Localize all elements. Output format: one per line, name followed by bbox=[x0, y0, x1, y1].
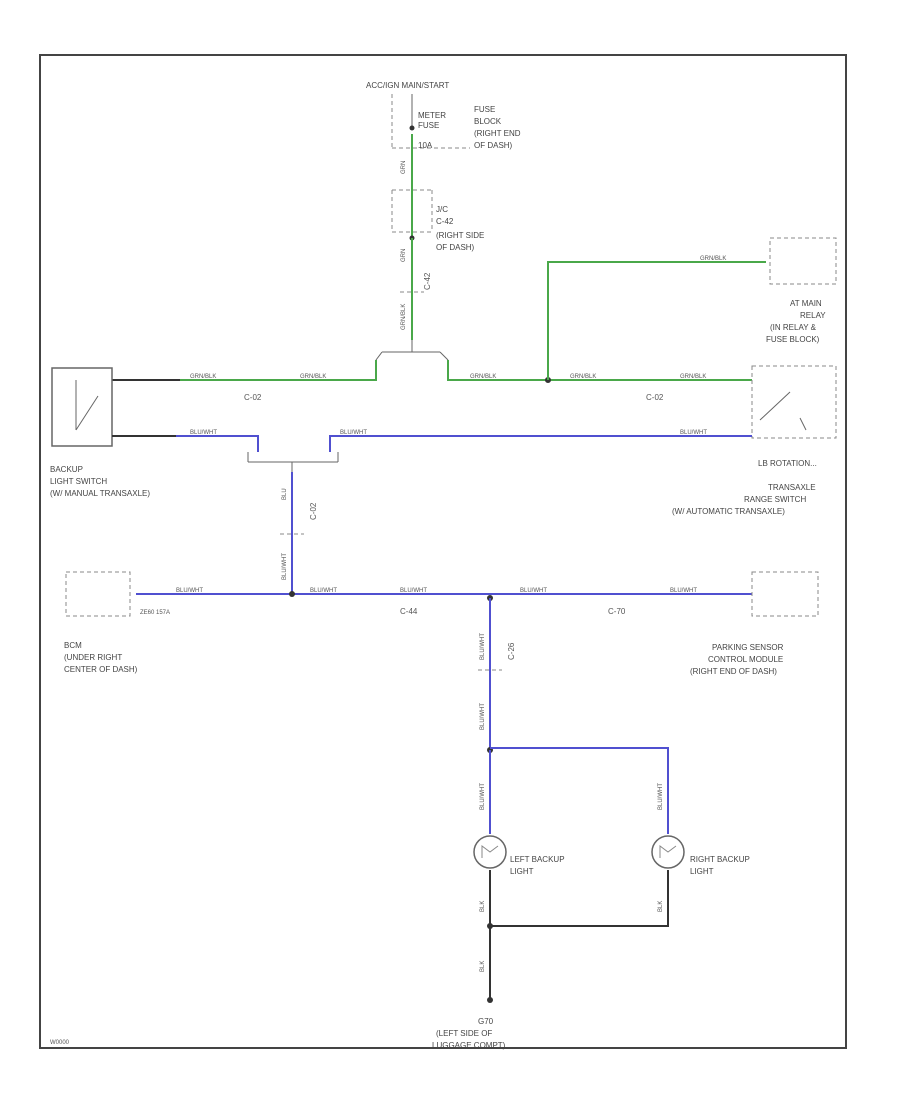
ground-point bbox=[487, 997, 493, 1003]
svg-text:10A: 10A bbox=[418, 141, 433, 150]
wire-label-blu-bus-2: BLU/WHT bbox=[400, 588, 427, 594]
svg-text:OF DASH): OF DASH) bbox=[436, 243, 475, 252]
left-backup-light-bulb bbox=[473, 835, 507, 869]
bcm-label: BCM (UNDER RIGHT CENTER OF DASH) bbox=[64, 641, 138, 674]
wire-label-blu-right-2: BLU/WHT bbox=[680, 430, 707, 436]
svg-text:CENTER OF DASH): CENTER OF DASH) bbox=[64, 665, 138, 674]
svg-text:(UNDER RIGHT: (UNDER RIGHT bbox=[64, 653, 122, 662]
wire-label-blu-v2: BLU/WHT bbox=[282, 553, 288, 580]
svg-text:J/C: J/C bbox=[436, 205, 448, 214]
wire-label-blk-ground: BLK bbox=[480, 961, 486, 972]
left-backup-label: LEFT BACKUP LIGHT bbox=[510, 855, 565, 876]
connector-c70: C-70 bbox=[608, 607, 626, 616]
svg-text:OF DASH): OF DASH) bbox=[474, 141, 513, 150]
footer-code: W0000 bbox=[50, 1040, 70, 1046]
wire-label-blu-right-1: BLU/WHT bbox=[340, 430, 367, 436]
svg-text:METER: METER bbox=[418, 111, 446, 120]
svg-text:G70: G70 bbox=[478, 1017, 494, 1026]
svg-text:FUSE: FUSE bbox=[418, 121, 439, 130]
wire-label-grn-right-2: GRN/BLK bbox=[570, 374, 596, 380]
svg-text:FUSE: FUSE bbox=[474, 105, 495, 114]
connector-c02-right: C-02 bbox=[646, 393, 664, 402]
svg-text:(RIGHT END OF DASH): (RIGHT END OF DASH) bbox=[690, 667, 777, 676]
wire-label-blk-right: BLK bbox=[658, 901, 664, 912]
svg-text:C-42: C-42 bbox=[436, 217, 454, 226]
meter-fuse-label: METER FUSE 10A bbox=[418, 111, 446, 150]
connector-c44: C-44 bbox=[400, 607, 418, 616]
connector-c26: C-26 bbox=[507, 642, 516, 660]
svg-text:RIGHT BACKUP: RIGHT BACKUP bbox=[690, 855, 750, 864]
svg-text:(IN RELAY &: (IN RELAY & bbox=[770, 323, 817, 332]
splice-bcm bbox=[289, 591, 295, 597]
wire-label-blu-bus-4: BLU/WHT bbox=[670, 588, 697, 594]
at-relay-box bbox=[769, 237, 837, 285]
wire-label-grn-1: GRN bbox=[401, 161, 407, 174]
right-backup-label: RIGHT BACKUP LIGHT bbox=[690, 855, 750, 876]
wire-label-blu-left-light: BLU/WHT bbox=[480, 783, 486, 810]
svg-text:BACKUP: BACKUP bbox=[50, 465, 83, 474]
wire-label-blu-right-light: BLU/WHT bbox=[658, 783, 664, 810]
svg-text:TRANSAXLE: TRANSAXLE bbox=[768, 483, 816, 492]
wire-label-blu-bcm: BLU/WHT bbox=[176, 588, 203, 594]
ground-label: G70 (LEFT SIDE OF LUGGAGE COMPT) bbox=[432, 1017, 506, 1050]
backup-light-switch-box bbox=[51, 367, 113, 447]
svg-text:RELAY: RELAY bbox=[800, 311, 826, 320]
wire-label-blu-down-1: BLU/WHT bbox=[480, 633, 486, 660]
wire-label-blk-left: BLK bbox=[480, 901, 486, 912]
svg-text:LIGHT SWITCH: LIGHT SWITCH bbox=[50, 477, 107, 486]
diagram-frame bbox=[39, 54, 847, 1049]
svg-text:(LEFT SIDE OF: (LEFT SIDE OF bbox=[436, 1029, 492, 1038]
svg-text:AT MAIN: AT MAIN bbox=[790, 299, 822, 308]
svg-text:(RIGHT END: (RIGHT END bbox=[474, 129, 521, 138]
svg-text:CONTROL MODULE: CONTROL MODULE bbox=[708, 655, 783, 664]
range-switch-label: LB ROTATION... TRANSAXLE RANGE SWITCH (W… bbox=[672, 459, 817, 516]
svg-text:RANGE SWITCH: RANGE SWITCH bbox=[744, 495, 806, 504]
top-supply-label: ACC/IGN MAIN/START bbox=[366, 81, 449, 90]
backup-switch-label: BACKUP LIGHT SWITCH (W/ MANUAL TRANSAXLE… bbox=[50, 465, 150, 498]
wire-label-grn-right-3: GRN/BLK bbox=[680, 374, 706, 380]
connector-c42-vertical: C-42 bbox=[423, 272, 432, 290]
connector-c02-left: C-02 bbox=[244, 393, 262, 402]
wire-label-blu-v1: BLU bbox=[282, 488, 288, 500]
wire-label-blu-left: BLU/WHT bbox=[190, 430, 217, 436]
at-relay-label: AT MAIN RELAY (IN RELAY & FUSE BLOCK) bbox=[766, 299, 826, 344]
parking-sensor-label: PARKING SENSOR CONTROL MODULE (RIGHT END… bbox=[690, 643, 784, 676]
svg-text:LEFT BACKUP: LEFT BACKUP bbox=[510, 855, 565, 864]
svg-text:(W/ AUTOMATIC TRANSAXLE): (W/ AUTOMATIC TRANSAXLE) bbox=[672, 507, 785, 516]
svg-text:PARKING SENSOR: PARKING SENSOR bbox=[712, 643, 784, 652]
svg-text:FUSE BLOCK): FUSE BLOCK) bbox=[766, 335, 820, 344]
svg-text:BLOCK: BLOCK bbox=[474, 117, 502, 126]
svg-text:LIGHT: LIGHT bbox=[510, 867, 534, 876]
wire-label-grn-left-2: GRN/BLK bbox=[300, 374, 326, 380]
wire-label-blu-down-2: BLU/WHT bbox=[480, 703, 486, 730]
jc-label: J/C C-42 (RIGHT SIDE OF DASH) bbox=[436, 205, 484, 252]
svg-text:BCM: BCM bbox=[64, 641, 82, 650]
meter-fuse-node bbox=[409, 125, 415, 131]
bcm-box bbox=[65, 571, 131, 617]
wire-label-grn-right-1: GRN/BLK bbox=[470, 374, 496, 380]
wire-label-blu-bus-1: BLU/WHT bbox=[310, 588, 337, 594]
wire-label-grn-left: GRN/BLK bbox=[190, 374, 216, 380]
bcm-pin-label: ZE60 157A bbox=[140, 610, 170, 616]
wire-label-grn-2: GRN bbox=[401, 249, 407, 262]
parking-sensor-box bbox=[751, 571, 819, 617]
wire-label-blu-bus-3: BLU/WHT bbox=[520, 588, 547, 594]
right-backup-light-bulb bbox=[651, 835, 685, 869]
svg-text:(W/ MANUAL TRANSAXLE): (W/ MANUAL TRANSAXLE) bbox=[50, 489, 150, 498]
wire-label-grn-relay: GRN/BLK bbox=[700, 256, 726, 262]
connector-c02-vertical: C-02 bbox=[309, 502, 318, 520]
wire-label-grn-3: GRN/BLK bbox=[401, 304, 407, 330]
fuse-block-label: FUSE BLOCK (RIGHT END OF DASH) bbox=[474, 105, 521, 150]
range-switch-box bbox=[751, 365, 837, 439]
svg-text:LB ROTATION...: LB ROTATION... bbox=[758, 459, 817, 468]
svg-text:LUGGAGE COMPT): LUGGAGE COMPT) bbox=[432, 1041, 506, 1050]
svg-text:LIGHT: LIGHT bbox=[690, 867, 714, 876]
svg-text:(RIGHT SIDE: (RIGHT SIDE bbox=[436, 231, 484, 240]
ground-splice bbox=[487, 923, 493, 929]
